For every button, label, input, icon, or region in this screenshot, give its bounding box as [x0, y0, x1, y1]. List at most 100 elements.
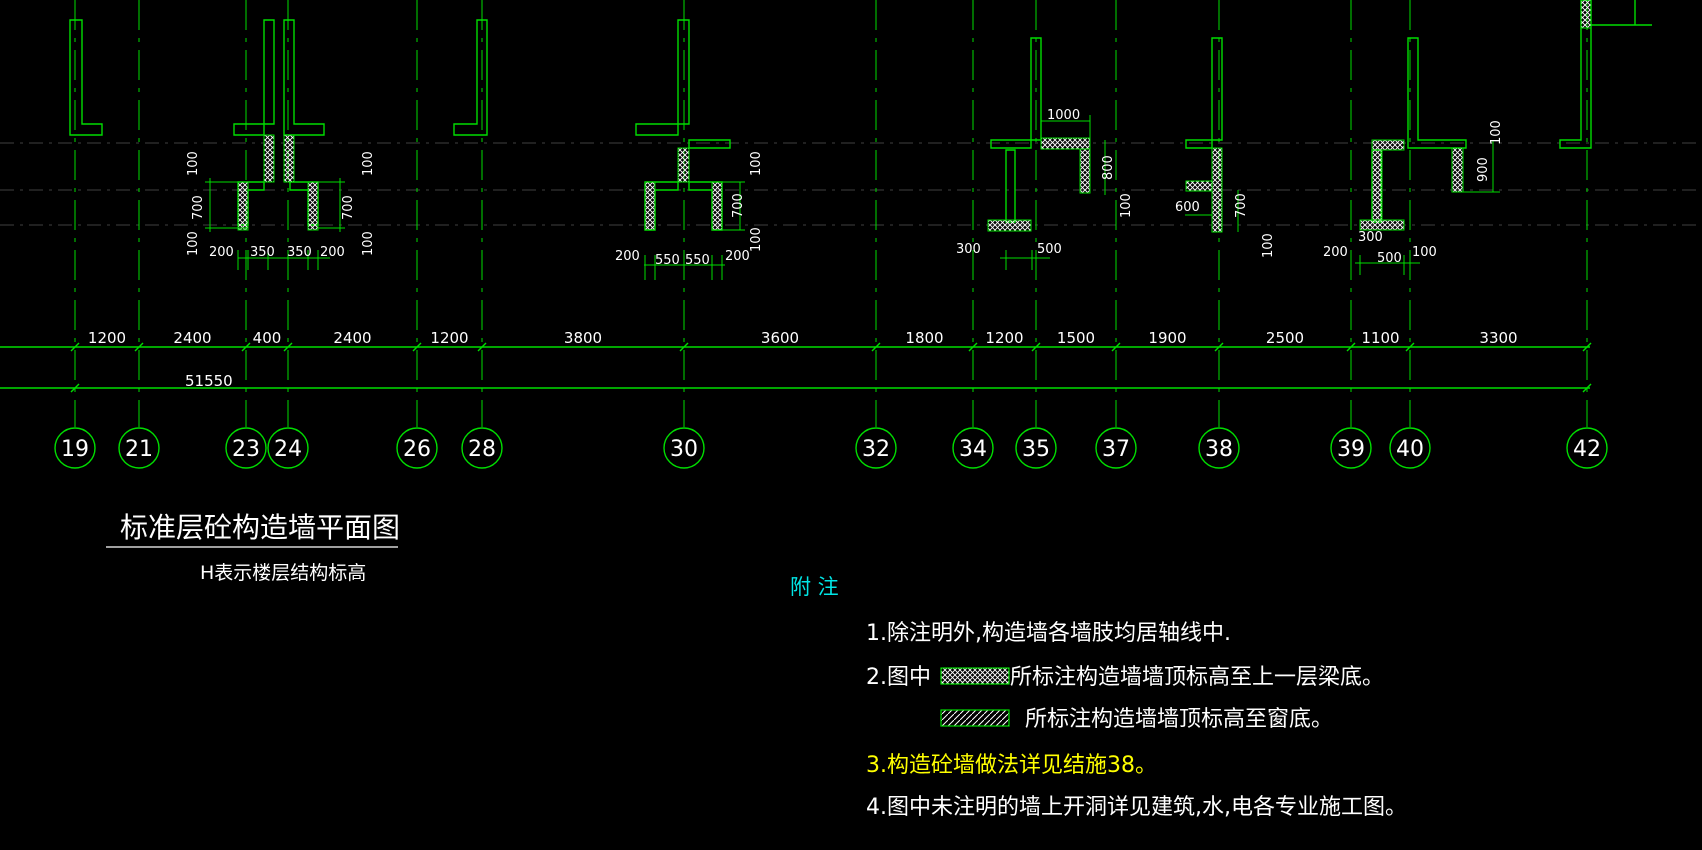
w5-dim-700: 700 [1234, 193, 1249, 218]
dimension-lines [0, 346, 1590, 389]
axis-label: 38 [1205, 437, 1233, 462]
w4-dim-1000: 1000 [1047, 108, 1080, 123]
notes-heading: 附 注 [790, 575, 839, 599]
w6-dim-900: 900 [1476, 157, 1491, 182]
dim-tick [477, 342, 487, 352]
span-label: 1500 [1057, 329, 1095, 347]
legend-diagonal-swatch [940, 709, 1010, 727]
dim-tick [412, 342, 422, 352]
dim-tick [968, 342, 978, 352]
axis-label: 34 [959, 437, 987, 462]
axis-label: 39 [1337, 437, 1365, 462]
w3-dim-550b: 550 [685, 253, 710, 268]
axis-label: 32 [862, 437, 890, 462]
axis-bubble-34 [952, 427, 994, 469]
dim-tick [1031, 342, 1041, 352]
span-label: 3600 [761, 329, 799, 347]
w3-dim-550a: 550 [655, 253, 680, 268]
w6-dim-200: 200 [1323, 245, 1348, 260]
legend-crosshatch-swatch [940, 667, 1010, 685]
w4-dim-300: 300 [956, 242, 981, 257]
span-label: 1800 [905, 329, 943, 347]
dim-tick [1582, 383, 1592, 393]
axis-label: 21 [125, 437, 153, 462]
note-4: 4.图中未注明的墙上开洞详见建筑,水,电各专业施工图。 [866, 795, 1407, 820]
axis-bubble-26 [396, 427, 438, 469]
grid-lines [74, 0, 1588, 427]
total-dimension: 51550 [185, 372, 233, 390]
dim-tick [283, 342, 293, 352]
local-dimension-texts: 100 700 100 200 350 350 200 100 700 100 … [186, 108, 1504, 268]
note-2-prefix: 2.图中 [866, 665, 931, 690]
axis-bubble-37 [1095, 427, 1137, 469]
dim-tick [134, 342, 144, 352]
dim-tick [70, 342, 80, 352]
note-2-window: 所标注构造墙墙顶标高至窗底。 [1025, 707, 1333, 732]
span-label: 1200 [430, 329, 468, 347]
w1-dim-350: 350 [250, 245, 275, 260]
span-label: 3300 [1479, 329, 1517, 347]
notes: 附 注 1.除注明外,构造墙各墙肢均居轴线中. 2.图中 所标注构造墙墙顶标高至… [790, 575, 1407, 820]
axis-bubble-28 [461, 427, 503, 469]
dim-tick [70, 383, 80, 393]
dim-tick [679, 342, 689, 352]
w6-dim-100: 100 [1489, 120, 1504, 145]
w3-dim-200a: 200 [615, 249, 640, 264]
axis-label: 28 [468, 437, 496, 462]
w1-dim-200: 200 [209, 245, 234, 260]
hatched-walls-beam [237, 0, 1592, 233]
axis-bubble-23 [225, 427, 267, 469]
w4-dim-500: 500 [1037, 242, 1062, 257]
axis-label: 23 [232, 437, 260, 462]
w6-dim-500: 500 [1377, 251, 1402, 266]
w4-dim-800: 800 [1101, 155, 1116, 180]
dim-tick [241, 342, 251, 352]
axis-bubble-21 [118, 427, 160, 469]
w2-dim-100b: 100 [361, 231, 376, 256]
w1-dim-700: 700 [191, 195, 206, 220]
plan-subtitle: H表示楼层结构标高 [200, 562, 366, 584]
axis-bubble-39 [1330, 427, 1372, 469]
w2-dim-100a: 100 [361, 151, 376, 176]
title-block: 标准层砼构造墙平面图 H表示楼层结构标高 [106, 511, 400, 584]
local-dimension-lines [205, 115, 1500, 280]
axis-bubble-42 [1566, 427, 1608, 469]
dimension-ticks [70, 342, 1592, 393]
span-label: 2500 [1266, 329, 1304, 347]
w4-dim-100: 100 [1119, 193, 1134, 218]
axis-label: 35 [1022, 437, 1050, 462]
note-1: 1.除注明外,构造墙各墙肢均居轴线中. [866, 621, 1231, 646]
w3-dim-700: 700 [731, 193, 746, 218]
span-label: 3800 [564, 329, 602, 347]
axis-bubble-30 [663, 427, 705, 469]
w2-dim-350: 350 [287, 245, 312, 260]
axis-label: 30 [670, 437, 698, 462]
w5-dim-600: 600 [1175, 200, 1200, 215]
span-label: 2400 [333, 329, 371, 347]
w3-dim-100b: 100 [749, 227, 764, 252]
w5-dim-100: 100 [1261, 233, 1276, 258]
w6-dim-100b: 100 [1412, 245, 1437, 260]
w3-dim-200b: 200 [725, 249, 750, 264]
dim-tick [1405, 342, 1415, 352]
axis-label: 40 [1396, 437, 1424, 462]
w2-dim-700: 700 [341, 195, 356, 220]
w3-dim-100a: 100 [749, 151, 764, 176]
axis-label: 42 [1573, 437, 1601, 462]
note-2-beam: 所标注构造墙墙顶标高至上一层梁底。 [1010, 665, 1384, 690]
axis-label: 26 [403, 437, 431, 462]
wall-outlines [69, 0, 1652, 231]
span-label: 1100 [1361, 329, 1399, 347]
dim-tick [1214, 342, 1224, 352]
axis-bubble-38 [1198, 427, 1240, 469]
axis-bubble-40 [1389, 427, 1431, 469]
axis-bubble-24 [267, 427, 309, 469]
span-label: 2400 [173, 329, 211, 347]
span-label: 1200 [88, 329, 126, 347]
w6-dim-300: 300 [1358, 230, 1383, 245]
dim-tick [871, 342, 881, 352]
span-label: 1200 [985, 329, 1023, 347]
